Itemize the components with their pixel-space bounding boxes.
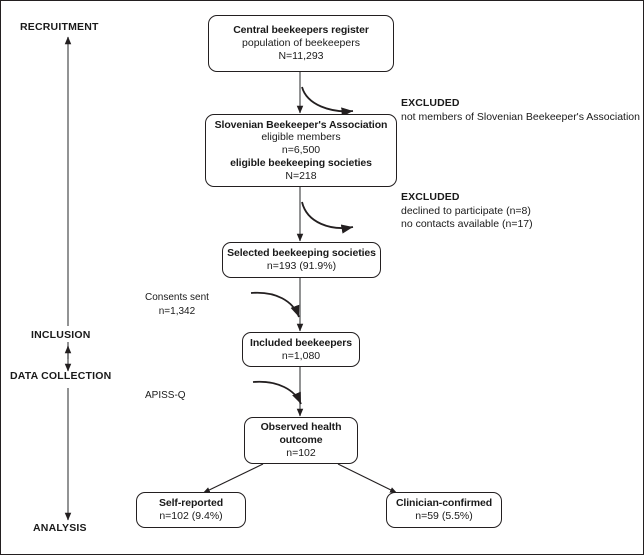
node-line: n=6,500: [281, 144, 321, 157]
stage-label-data-collection: DATA COLLECTION: [10, 370, 112, 382]
stage-label-inclusion: INCLUSION: [31, 329, 91, 341]
node-line: N=11,293: [278, 49, 324, 62]
node-line: n=102 (9.4%): [159, 510, 223, 522]
node-line: Slovenian Beekeeper's Association: [214, 118, 388, 131]
node-line: population of beekeepers: [242, 37, 360, 50]
node-line: n=193 (91.9%): [266, 260, 337, 272]
exclusion-heading: EXCLUDED: [401, 97, 460, 109]
annotation-line: Consents sent: [145, 292, 209, 303]
node-central-register: Central beekeepers register population o…: [208, 15, 394, 72]
node-line: Included beekeepers: [250, 336, 352, 349]
annotation-line: APISS-Q: [145, 390, 186, 401]
node-line: outcome: [279, 434, 323, 447]
annotation-apiss-q: APISS-Q: [145, 389, 186, 403]
node-self-reported: Self-reported n=102 (9.4%): [136, 492, 246, 528]
node-observed-health-outcome: Observed health outcome n=102: [244, 417, 358, 464]
node-included-beekeepers: Included beekeepers n=1,080: [242, 332, 360, 367]
node-selected-societies: Selected beekeeping societies n=193 (91.…: [222, 242, 381, 278]
outcome-split-arrows: [202, 463, 398, 494]
exclusion-reason: declined to participate (n=8): [401, 204, 531, 217]
node-line: Self-reported: [158, 497, 224, 510]
node-line: Selected beekeeping societies: [227, 247, 376, 260]
node-line: Observed health: [260, 421, 342, 434]
node-clinician-confirmed: Clinician-confirmed n=59 (5.5%): [386, 492, 502, 528]
node-line: n=59 (5.5%): [415, 510, 473, 522]
exclusion-reason: not members of Slovenian Beekeeper's Ass…: [401, 110, 640, 123]
node-line: eligible beekeeping societies: [230, 156, 372, 169]
exclusion-heading: EXCLUDED: [401, 191, 460, 203]
annotation-line: n=1,342: [158, 305, 196, 317]
exclusion-reason: no contacts available (n=17): [401, 218, 533, 231]
node-line: N=218: [285, 169, 317, 182]
exclusion-note-2: EXCLUDED declined to participate (n=8) n…: [401, 191, 533, 232]
annotation-consents-sent: Consents sent n=1,342: [145, 291, 209, 318]
exclusion-note-1: EXCLUDED not members of Slovenian Beekee…: [401, 97, 640, 124]
node-slovenian-association: Slovenian Beekeeper's Association eligib…: [205, 114, 397, 187]
stage-label-recruitment: RECRUITMENT: [20, 21, 99, 33]
node-line: n=102: [286, 446, 316, 459]
stage-label-analysis: ANALYSIS: [33, 522, 87, 534]
node-line: Central beekeepers register: [233, 24, 369, 37]
node-line: n=1,080: [281, 349, 321, 362]
node-line: Clinician-confirmed: [395, 497, 493, 510]
node-line: eligible members: [261, 131, 341, 144]
